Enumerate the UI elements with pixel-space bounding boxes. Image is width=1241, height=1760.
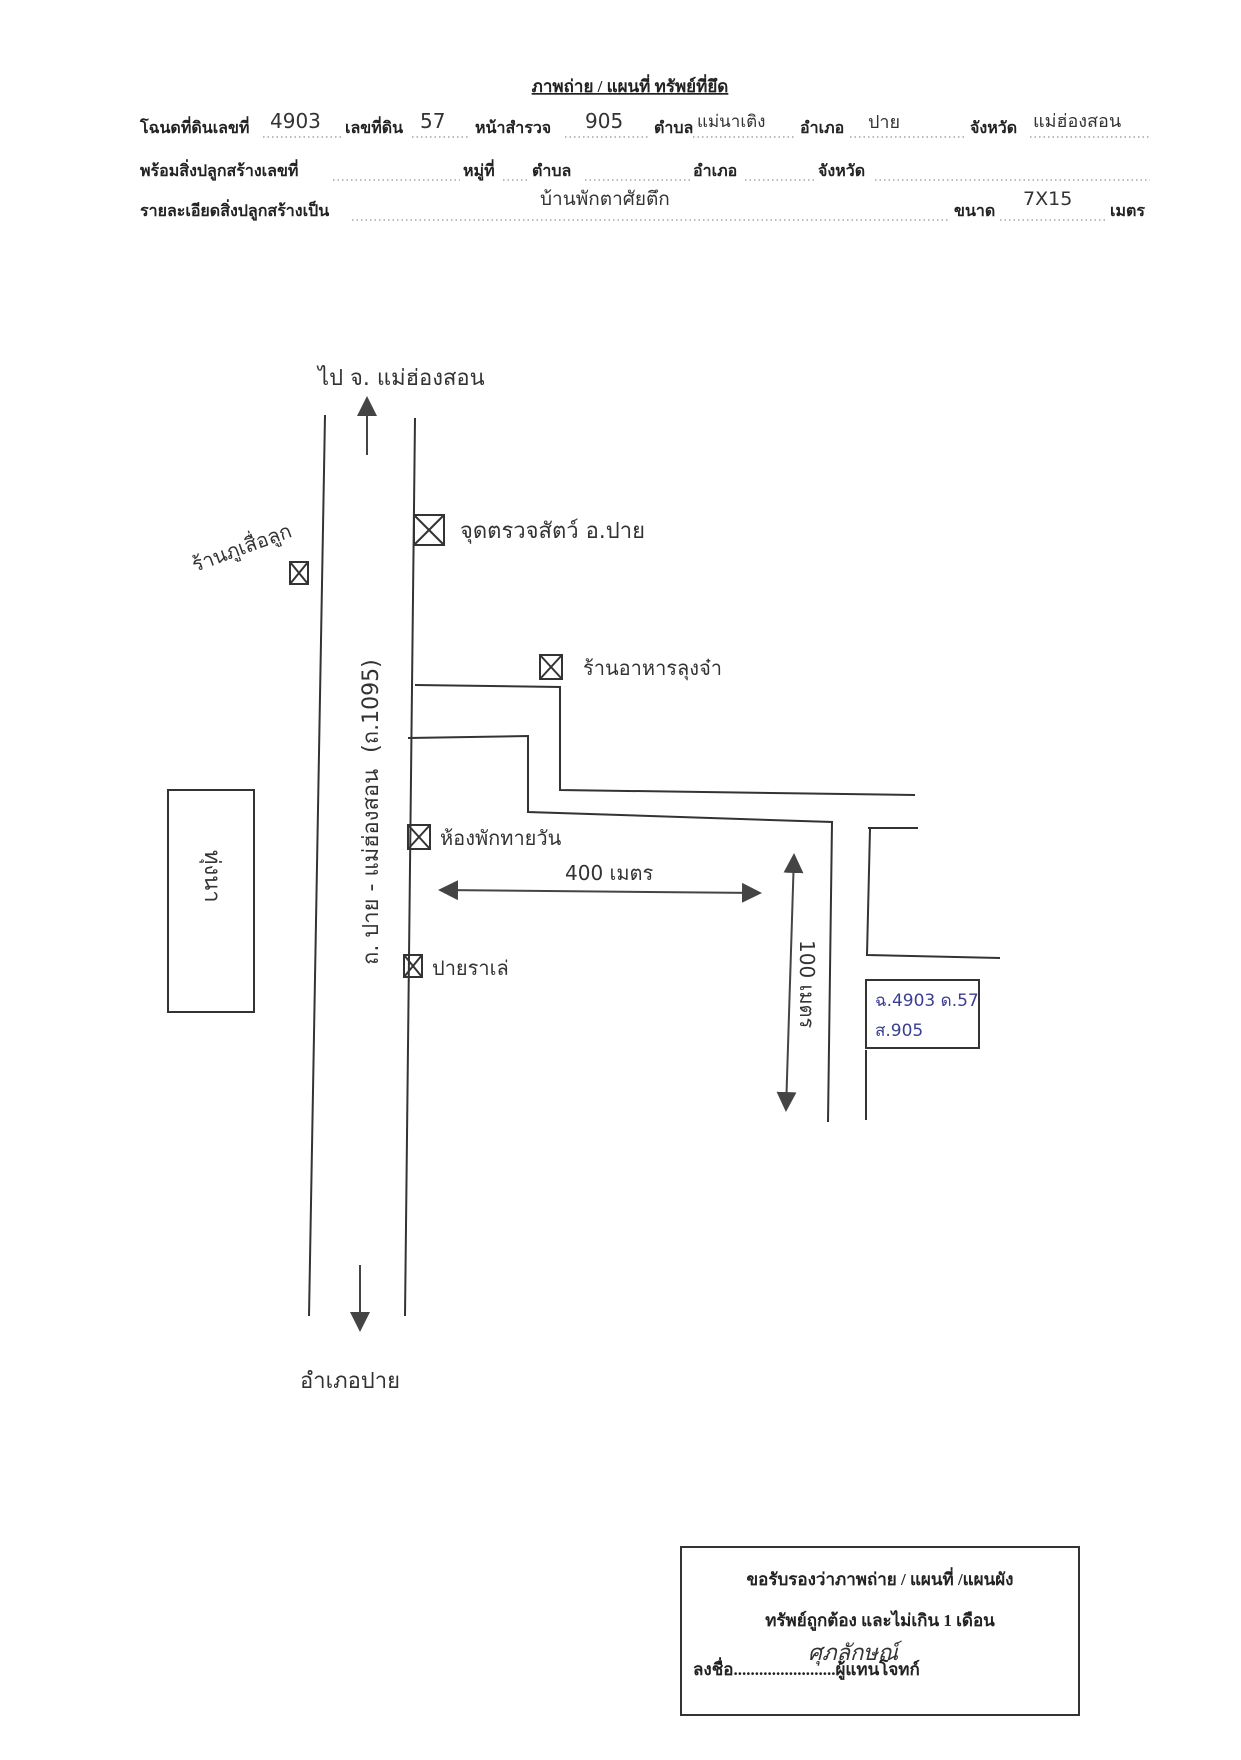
horizontal-distance-label: 400 เมตร bbox=[565, 861, 654, 885]
header-row-3: รายละเอียดสิ่งปลูกสร้างเป็น บ้านพักตาศัย… bbox=[140, 188, 1145, 222]
parcel-line-1: ฉ.4903 ด.57 bbox=[875, 991, 979, 1011]
detail-label: รายละเอียดสิ่งปลูกสร้างเป็น bbox=[140, 199, 329, 222]
district-label-1: อำเภอ bbox=[800, 119, 844, 137]
handwritten-signature: ศุภลักษณ์ bbox=[808, 1640, 903, 1666]
landmark-marker-paiyarale-icon bbox=[403, 954, 423, 978]
left-field-label: ทุ่งนา bbox=[199, 850, 224, 903]
district-value-1: ปาย bbox=[868, 112, 900, 133]
road-name-label: ถ. ปาย - แม่ฮ่องสอน(ถ.1095) bbox=[359, 659, 384, 965]
detail-value: บ้านพักตาศัยตึก bbox=[540, 188, 670, 210]
landmark-left-shop-label: ร้านภูเสื่อลูก bbox=[188, 517, 295, 578]
certification-line-2: ทรัพย์ถูกต้อง และไม่เกิน 1 เดือน bbox=[765, 1610, 995, 1632]
left-field-block bbox=[167, 789, 255, 1013]
land-no-value: 57 bbox=[420, 109, 445, 133]
subdistrict-label-2: ตำบล bbox=[532, 162, 571, 180]
landmark-marker-left-shop-icon bbox=[289, 561, 309, 585]
landmark-restaurant-label: ร้านอาหารลุงจ๋า bbox=[583, 656, 722, 681]
province-label-2: จังหวัด bbox=[818, 162, 865, 180]
header-row-1: โฉนดที่ดินเลขที่ 4903 เลขที่ดิน 57 หน้าส… bbox=[139, 109, 1150, 138]
vertical-distance-label: 100 เมตร bbox=[795, 940, 819, 1029]
parcel-box bbox=[865, 979, 980, 1049]
district-label-2: อำเภอ bbox=[693, 162, 737, 180]
province-label-1: จังหวัด bbox=[970, 119, 1017, 137]
moo-label: หมู่ที่ bbox=[463, 159, 495, 182]
parcel-line-2: ส.905 bbox=[875, 1021, 923, 1041]
subdistrict-value-1: แม่นาเติง bbox=[697, 112, 765, 132]
road-network bbox=[308, 414, 1001, 1317]
province-value-1: แม่ฮ่องสอน bbox=[1033, 111, 1121, 132]
landmark-marker-checkpoint-icon bbox=[413, 514, 445, 546]
north-destination-label: ไป จ. แม่ฮ่องสอน bbox=[316, 365, 485, 391]
certification-box bbox=[680, 1546, 1080, 1716]
header-row-2: พร้อมสิ่งปลูกสร้างเลขที่ หมู่ที่ ตำบล อำ… bbox=[140, 159, 1150, 182]
deed-label: โฉนดที่ดินเลขที่ bbox=[139, 116, 249, 137]
unit-label: เมตร bbox=[1110, 203, 1145, 220]
survey-value: 905 bbox=[585, 109, 623, 133]
landmark-marker-hotel-icon bbox=[407, 824, 431, 850]
south-destination-label: อำเภอปาย bbox=[300, 1369, 400, 1394]
form-title: ภาพถ่าย / แผนที่ ทรัพย์ที่ยึด bbox=[532, 74, 729, 96]
landmark-marker-restaurant-icon bbox=[539, 654, 563, 680]
survey-label: หน้าสำรวจ bbox=[475, 119, 551, 137]
size-value: 7X15 bbox=[1023, 188, 1072, 210]
landmark-paiyarale-label: ปายราเล่ bbox=[432, 956, 509, 980]
size-label: ขนาด bbox=[954, 203, 995, 220]
land-no-label: เลขที่ดิน bbox=[345, 116, 403, 137]
certification-line-1: ขอรับรองว่าภาพถ่าย / แผนที่ /แผนผัง bbox=[747, 1567, 1014, 1589]
subdistrict-label-1: ตำบล bbox=[654, 119, 693, 137]
vertical-distance-arrow-icon bbox=[776, 853, 804, 1112]
landmark-checkpoint-label: จุดตรวจสัตว์ อ.ปาย bbox=[460, 519, 645, 544]
horizontal-distance-arrow-icon bbox=[438, 880, 762, 903]
building-no-label: พร้อมสิ่งปลูกสร้างเลขที่ bbox=[140, 159, 298, 182]
deed-value: 4903 bbox=[270, 109, 321, 133]
landmark-hotel-label: ห้องพักทายวัน bbox=[440, 826, 562, 850]
signature-row: ลงชื่อ........................ผู้แทนโจทก… bbox=[693, 1657, 920, 1681]
